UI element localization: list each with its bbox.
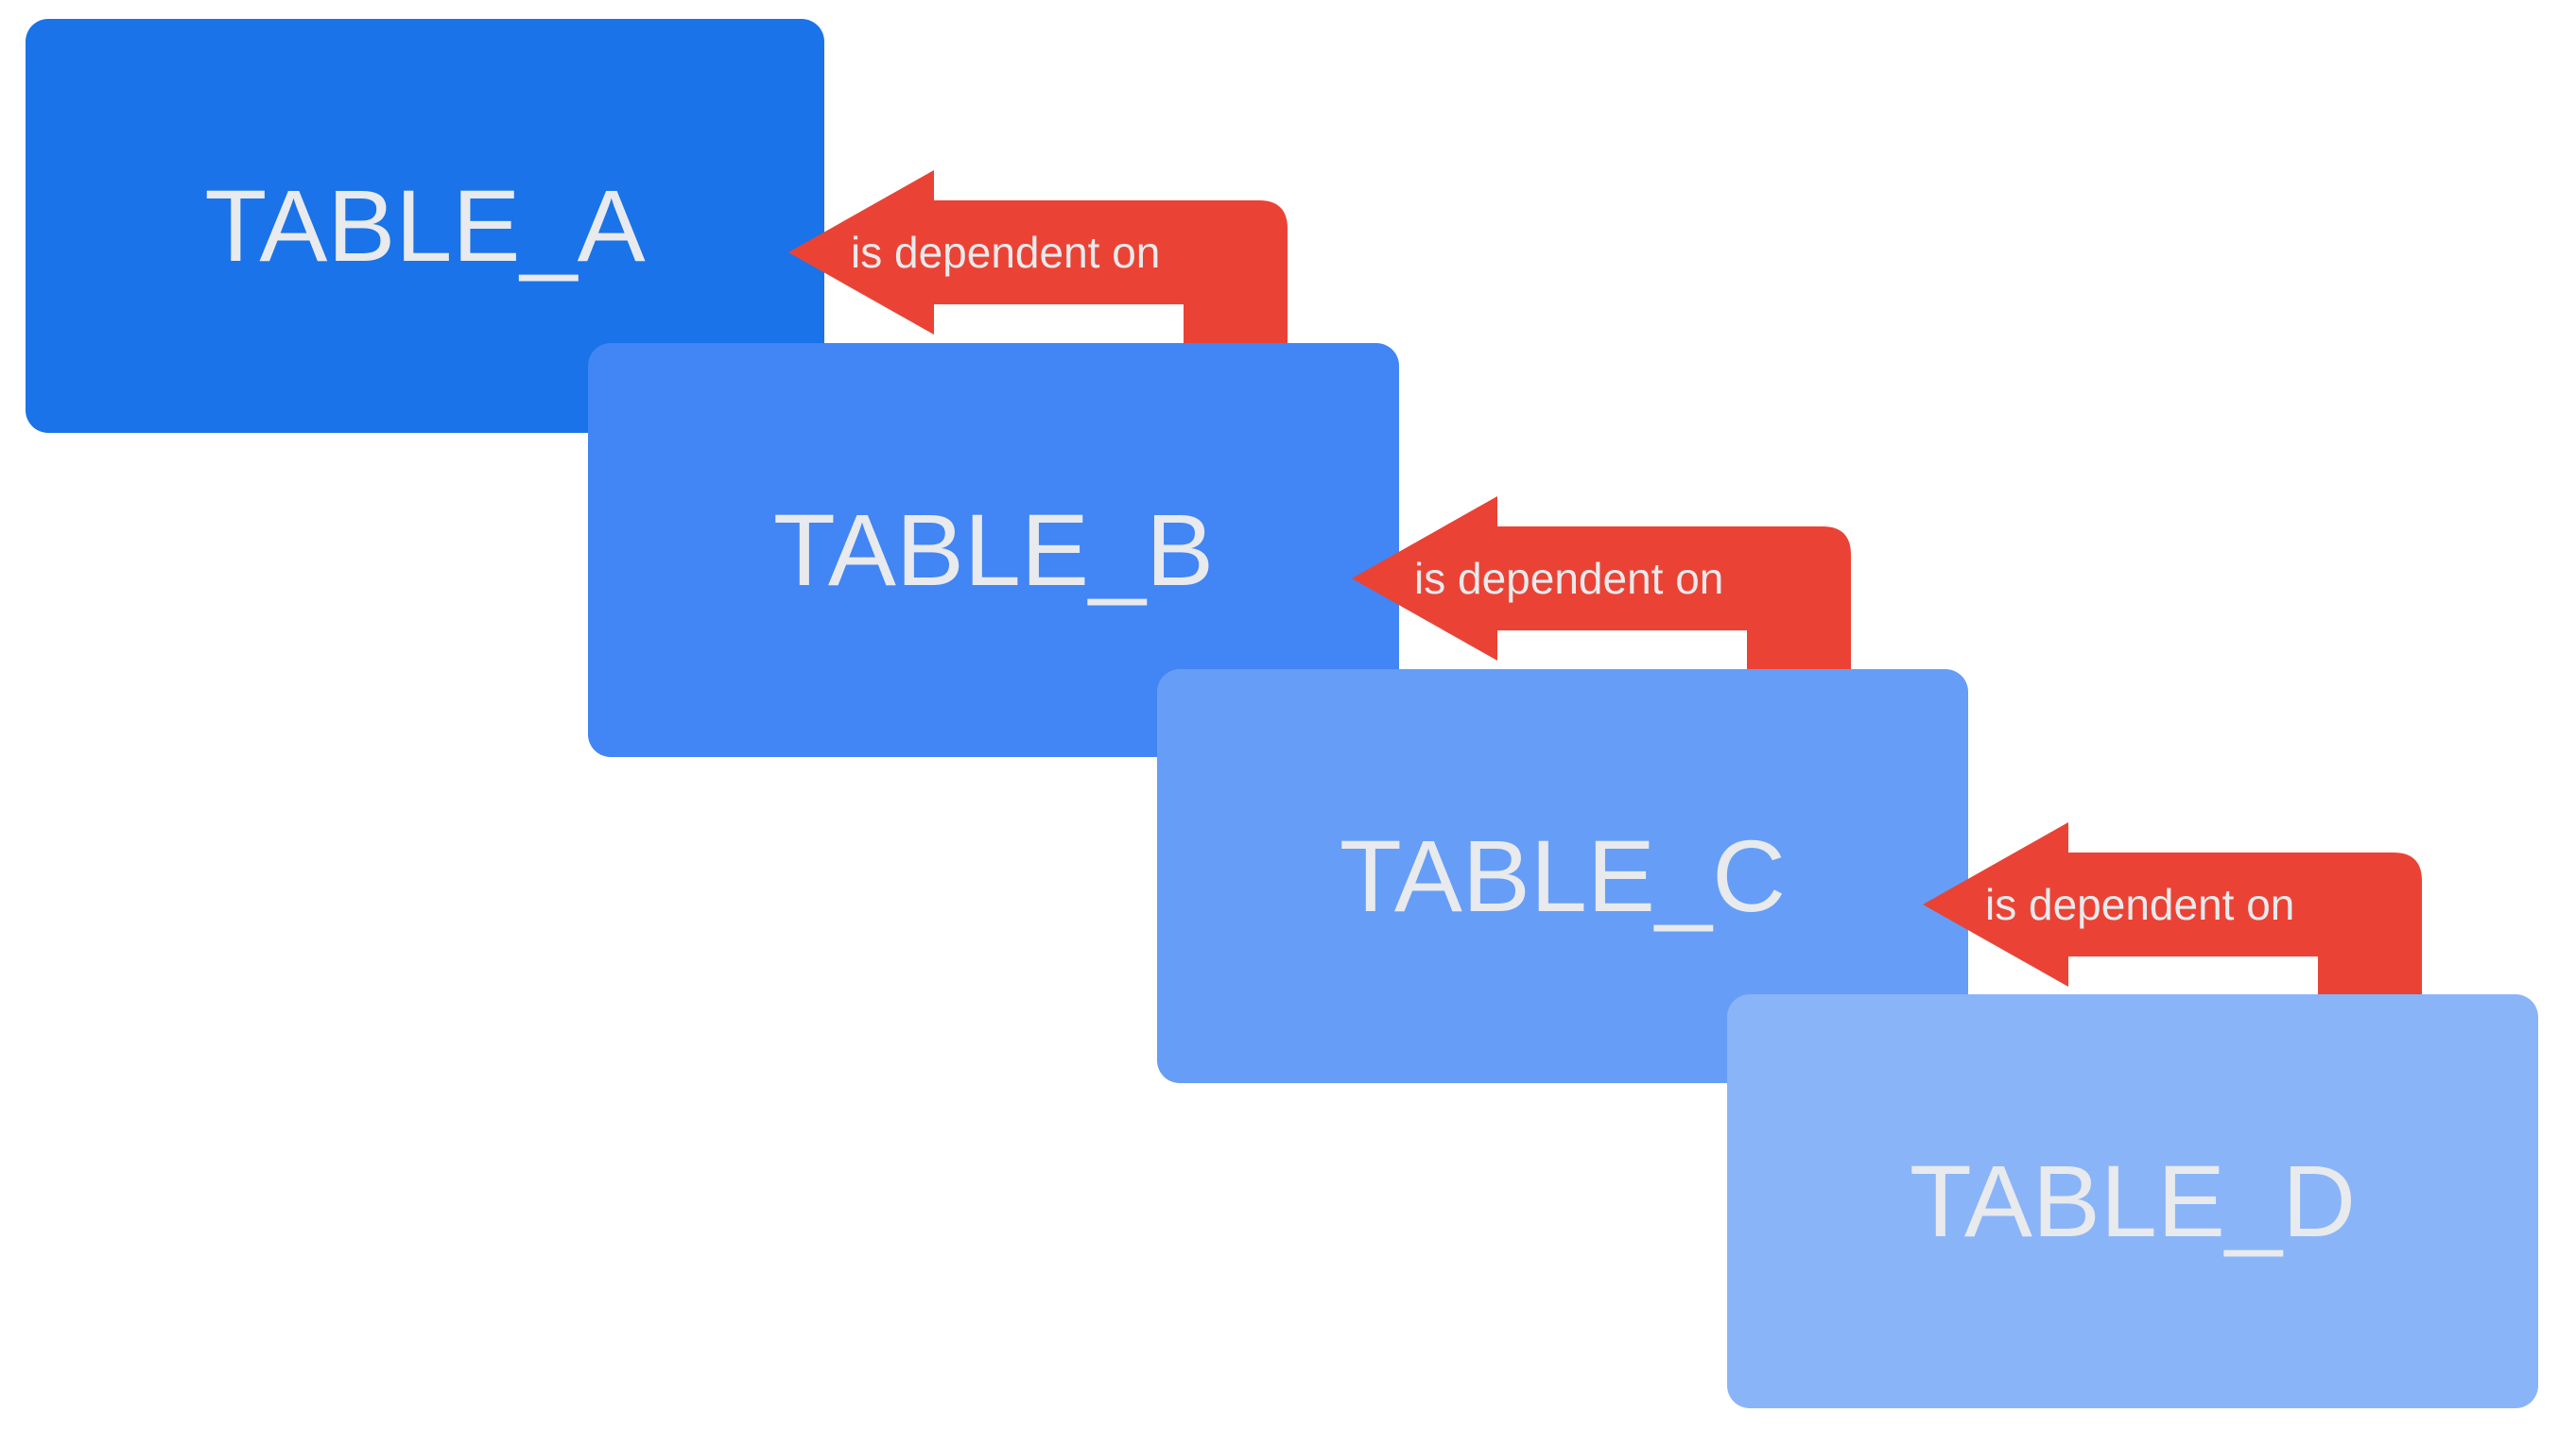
node-label: TABLE_D: [1909, 1144, 2357, 1258]
edge-label: is dependent on: [1985, 880, 2295, 929]
edge-label: is dependent on: [1414, 554, 1724, 603]
node-table-a[interactable]: TABLE_A: [26, 19, 824, 433]
node-table-d[interactable]: TABLE_D: [1727, 994, 2538, 1408]
node-label: TABLE_A: [204, 168, 646, 283]
node-label: TABLE_B: [772, 492, 1215, 607]
node-label: TABLE_C: [1339, 818, 1787, 933]
edge-label: is dependent on: [851, 228, 1161, 277]
